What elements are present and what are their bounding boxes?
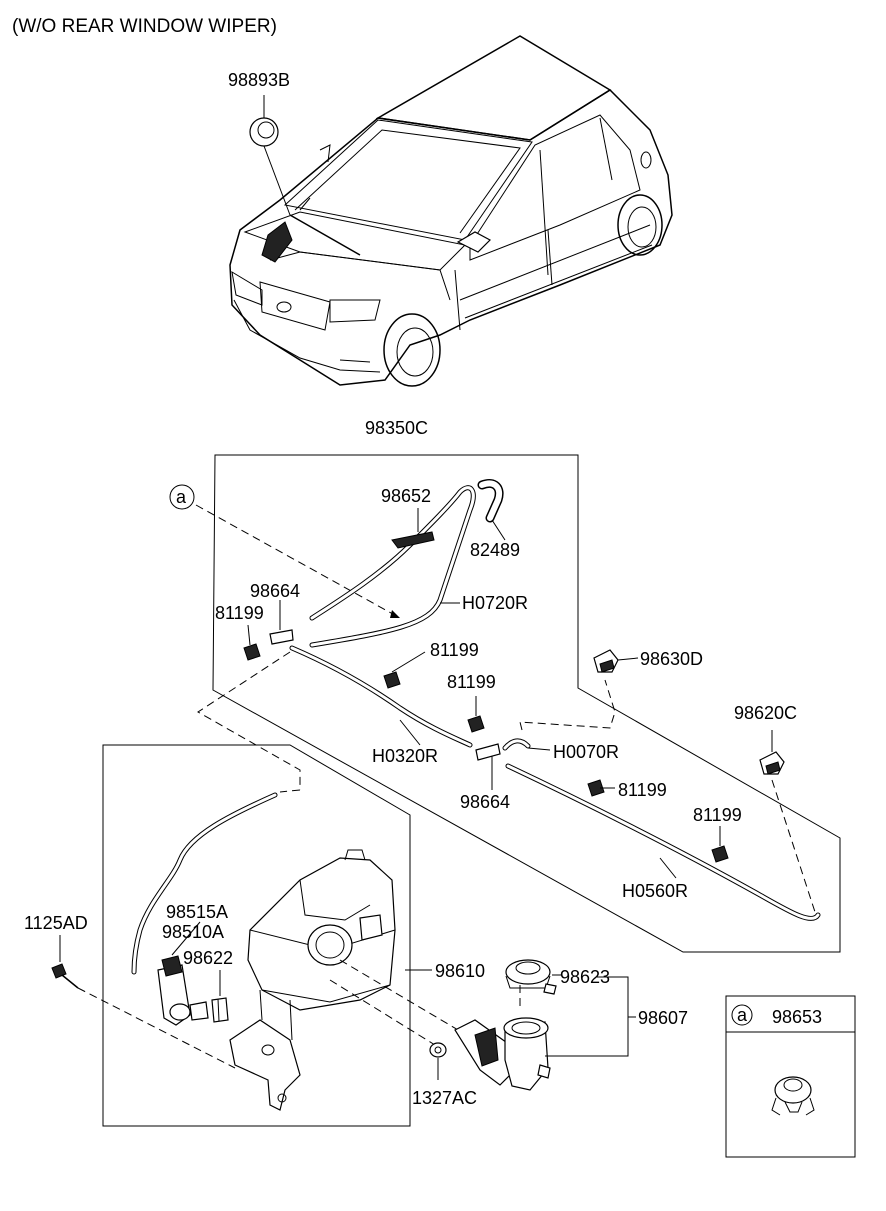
hose-H0320R — [289, 645, 473, 748]
label-98664-bottom: 98664 — [460, 792, 510, 812]
hose-H0560R — [505, 763, 821, 921]
reservoir-hose — [131, 792, 278, 975]
diagram-title: (W/O REAR WINDOW WIPER) — [12, 16, 277, 37]
hose-H0070R — [502, 738, 531, 751]
label-98620C: 98620C — [734, 703, 797, 723]
washer-reservoir-98610 — [229, 849, 396, 1111]
label-81199-c: 81199 — [447, 672, 496, 692]
hose-H0720R — [309, 485, 476, 648]
arrowhead — [390, 610, 400, 618]
label-98623: 98623 — [560, 967, 610, 987]
label-81199-b: 81199 — [430, 640, 479, 660]
label-81199-e: 81199 — [693, 805, 742, 825]
label-H0560R: H0560R — [622, 881, 688, 901]
car-illustration — [229, 35, 673, 387]
connector-98664-bottom — [475, 743, 501, 761]
label-98350C: 98350C — [365, 418, 428, 438]
clip-81199-c — [467, 715, 485, 733]
label-98622: 98622 — [183, 948, 233, 968]
hose-82489 — [477, 479, 504, 523]
label-98610: 98610 — [435, 961, 485, 981]
grommet-98622 — [211, 997, 229, 1023]
label-98893B: 98893B — [228, 70, 290, 90]
clip-98653 — [771, 1076, 815, 1116]
label-98510A: 98510A — [162, 922, 224, 942]
label-98653: 98653 — [772, 1007, 822, 1027]
label-98652: 98652 — [381, 486, 431, 506]
label-1125AD: 1125AD — [24, 913, 88, 933]
clip-81199-a — [243, 643, 261, 661]
clip-98652 — [391, 531, 435, 549]
hose-route-end — [279, 789, 301, 793]
reference-marker-a-detail — [731, 1004, 753, 1026]
label-H0070R: H0070R — [553, 742, 619, 762]
label-98607: 98607 — [638, 1008, 688, 1028]
label-H0320R: H0320R — [372, 746, 438, 766]
label-98664-top: 98664 — [250, 581, 300, 601]
reference-a-detail-text: a — [737, 1005, 748, 1025]
hose-assembly-frame — [212, 454, 841, 953]
detail-box-98653: a 98653 — [725, 995, 856, 1158]
hose-route-98630D — [519, 679, 616, 731]
clip-81199-b — [383, 671, 401, 689]
reference-a-text: a — [176, 487, 187, 507]
bolt-1125AD — [51, 963, 79, 989]
reference-leader-a — [195, 504, 401, 619]
connector-98664-top — [269, 629, 294, 645]
clip-81199-e — [711, 845, 729, 863]
reference-marker-a — [169, 484, 195, 510]
label-82489: 82489 — [470, 540, 520, 560]
filler-neck-98607 — [454, 1017, 551, 1091]
nut-1327AC — [429, 1042, 447, 1058]
filler-cap-98623 — [505, 959, 557, 995]
label-98630D: 98630D — [640, 649, 703, 669]
hose-route-98620C — [771, 779, 816, 913]
clip-81199-d — [587, 779, 605, 797]
hose-route-reservoir — [197, 651, 301, 790]
label-98515A: 98515A — [166, 902, 228, 922]
label-81199-a: 81199 — [215, 603, 264, 623]
label-81199-d: 81199 — [618, 780, 667, 800]
label-H0720R: H0720R — [462, 593, 528, 613]
washer-pump-98510A — [157, 955, 209, 1026]
label-1327AC: 1327AC — [412, 1088, 477, 1108]
